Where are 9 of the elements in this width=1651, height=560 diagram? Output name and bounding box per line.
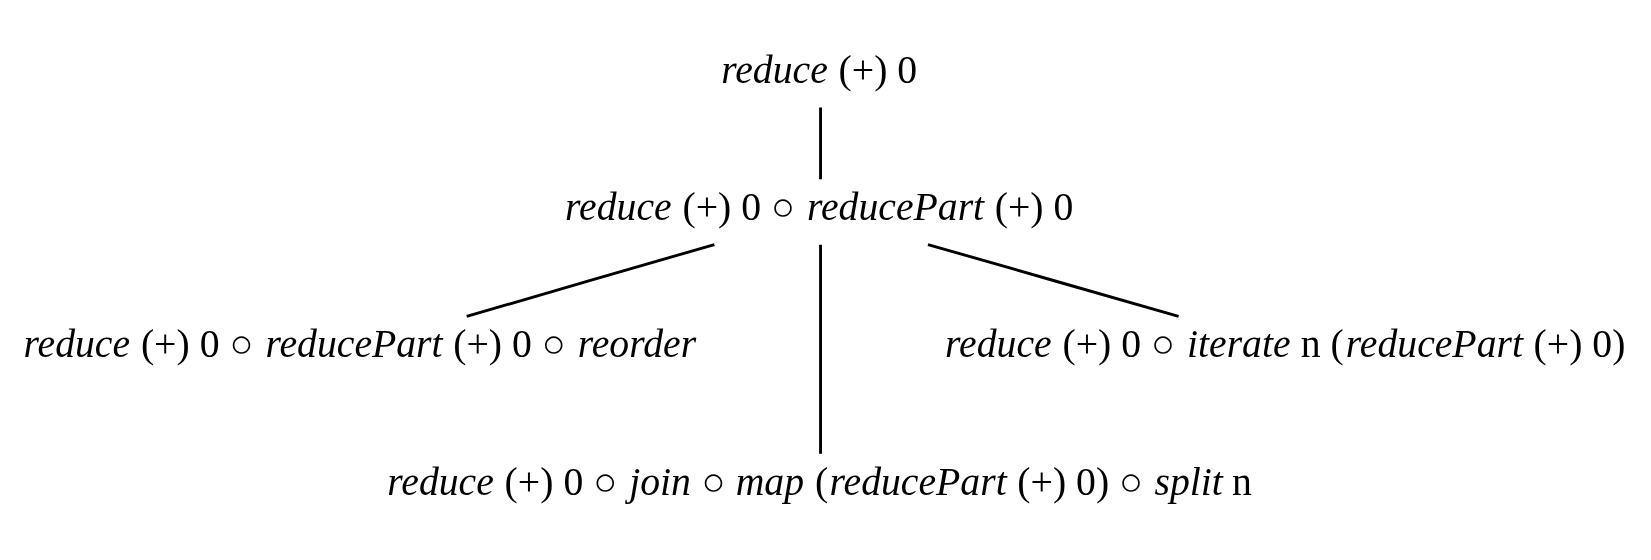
node-text: reduce (+) 0 (721, 47, 918, 92)
connector (819, 107, 822, 179)
connector (466, 242, 715, 318)
connector (819, 244, 822, 454)
node-text: reduce (+) 0 ○ join ○ map (reducePart (+) 0) ○ split n (387, 459, 1252, 504)
node-text: reduce (+) 0 ○ reducePart (+) 0 ○ reorder (23, 321, 697, 366)
connector (927, 242, 1179, 318)
node-text: reduce (+) 0 ○ reducePart (+) 0 (565, 184, 1074, 229)
node-text: reduce (+) 0 ○ iterate n (reducePart (+) 0) (945, 321, 1626, 366)
